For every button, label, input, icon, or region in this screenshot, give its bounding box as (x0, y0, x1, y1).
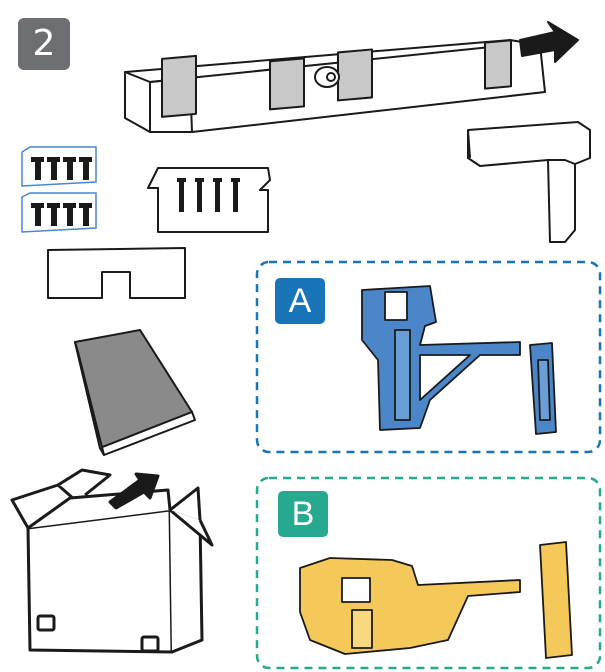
step-number-badge: 2 (18, 18, 70, 70)
cardboard-insert-icon (47, 247, 186, 299)
stand-part-a-icon (361, 285, 557, 435)
screw-card-icon (147, 167, 271, 233)
manual-book-icon (74, 329, 196, 456)
l-bracket-icon (467, 121, 591, 243)
screw-pack-icon (21, 146, 97, 233)
panel-a-frame (255, 260, 602, 454)
panel-b-label: B (278, 491, 328, 537)
open-box-icon (10, 468, 214, 654)
panel-b-frame (255, 476, 602, 670)
panel-a-label: A (275, 278, 325, 324)
shipping-bar-icon (124, 21, 579, 133)
stand-part-b-icon (299, 541, 573, 659)
